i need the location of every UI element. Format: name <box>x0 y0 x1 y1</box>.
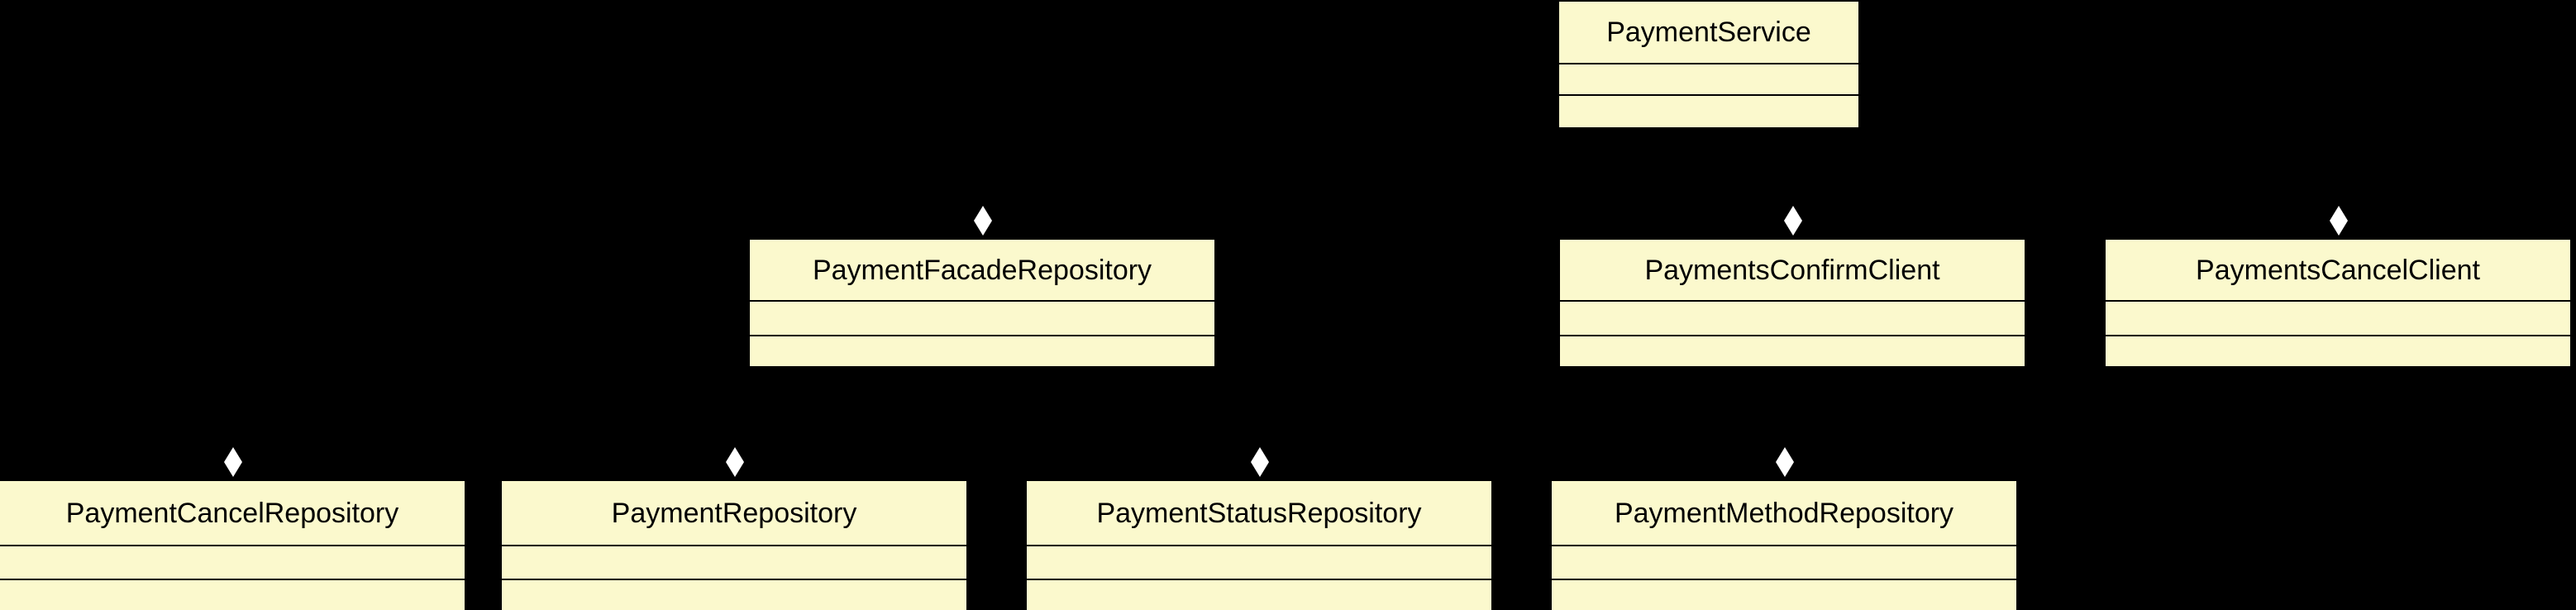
class-operations-payments-confirm-client <box>1560 336 2025 366</box>
uml-class-payment-cancel-repository[interactable]: PaymentCancelRepository <box>0 479 466 610</box>
aggregation-diamond-icon <box>974 206 992 236</box>
class-attributes-payment-repository <box>502 546 966 580</box>
class-attributes-payment-method-repository <box>1552 546 2016 580</box>
uml-class-payment-status-repository[interactable]: PaymentStatusRepository <box>1025 479 1493 610</box>
uml-class-payment-service[interactable]: PaymentService <box>1558 0 1860 129</box>
uml-class-payments-cancel-client[interactable]: PaymentsCancelClient <box>2104 238 2572 368</box>
class-name-payment-service: PaymentService <box>1559 2 1858 64</box>
class-operations-payment-cancel-repository <box>0 580 465 610</box>
class-name-payment-method-repository: PaymentMethodRepository <box>1552 481 2016 546</box>
class-operations-payment-repository <box>502 580 966 610</box>
class-attributes-payment-status-repository <box>1027 546 1491 580</box>
class-name-payment-repository: PaymentRepository <box>502 481 966 546</box>
class-attributes-payments-cancel-client <box>2106 302 2570 336</box>
uml-class-payment-method-repository[interactable]: PaymentMethodRepository <box>1550 479 2018 610</box>
class-name-payments-cancel-client: PaymentsCancelClient <box>2106 240 2570 302</box>
aggregation-diamond-icon <box>2330 206 2348 236</box>
class-operations-payment-facade-repository <box>750 336 1214 366</box>
class-attributes-payment-cancel-repository <box>0 546 465 580</box>
aggregation-diamond-icon <box>224 447 242 477</box>
aggregation-diamond-icon <box>1776 447 1794 477</box>
class-operations-payment-status-repository <box>1027 580 1491 610</box>
aggregation-diamond-icon <box>726 447 744 477</box>
aggregation-diamond-icon <box>1784 206 1802 236</box>
uml-class-payment-repository[interactable]: PaymentRepository <box>500 479 968 610</box>
class-operations-payment-service <box>1559 96 1858 127</box>
class-name-payments-confirm-client: PaymentsConfirmClient <box>1560 240 2025 302</box>
class-operations-payment-method-repository <box>1552 580 2016 610</box>
uml-class-payments-confirm-client[interactable]: PaymentsConfirmClient <box>1558 238 2026 368</box>
uml-class-payment-facade-repository[interactable]: PaymentFacadeRepository <box>748 238 1216 368</box>
class-attributes-payment-facade-repository <box>750 302 1214 336</box>
class-attributes-payments-confirm-client <box>1560 302 2025 336</box>
class-operations-payments-cancel-client <box>2106 336 2570 366</box>
class-name-payment-cancel-repository: PaymentCancelRepository <box>0 481 465 546</box>
class-name-payment-status-repository: PaymentStatusRepository <box>1027 481 1491 546</box>
class-attributes-payment-service <box>1559 64 1858 96</box>
class-name-payment-facade-repository: PaymentFacadeRepository <box>750 240 1214 302</box>
aggregation-diamond-icon <box>1251 447 1269 477</box>
